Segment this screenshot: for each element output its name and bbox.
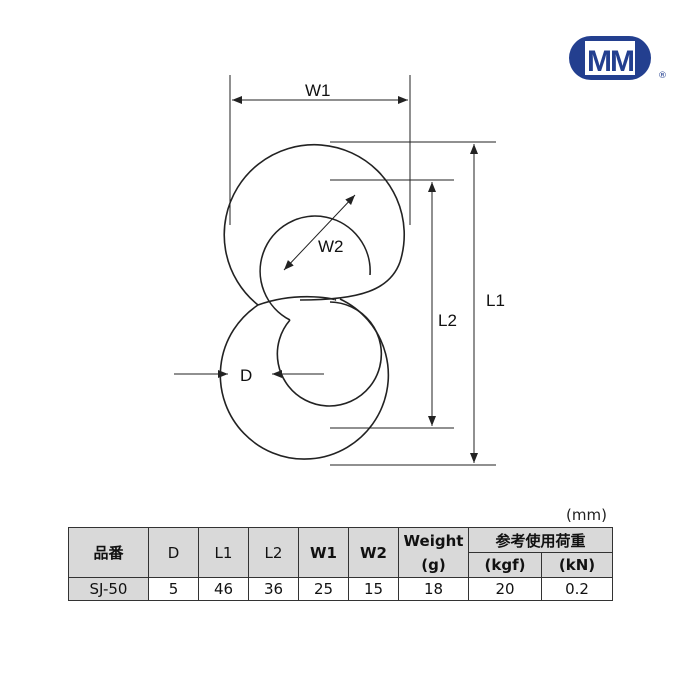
mm-logo: MM ®	[569, 36, 667, 81]
cell-kn: 0.2	[541, 577, 613, 601]
table-row: SJ-50 5 46 36 25 15 18 20 0.2	[68, 577, 613, 601]
w1-label: W1	[305, 81, 331, 100]
header-part-no: 品番	[68, 527, 149, 578]
cell-part-no: SJ-50	[68, 577, 149, 601]
header-w2: W2	[348, 527, 399, 578]
cell-w1: 25	[298, 577, 349, 601]
s-hook-outline	[219, 143, 405, 460]
header-weight: Weight (g)	[398, 527, 469, 578]
d-label: D	[240, 366, 252, 385]
cell-l1: 46	[198, 577, 249, 601]
header-d: D	[148, 527, 199, 578]
svg-text:MM: MM	[587, 45, 633, 78]
weight-unit: (g)	[421, 555, 446, 574]
cell-d: 5	[148, 577, 199, 601]
svg-text:®: ®	[658, 71, 667, 81]
cell-l2: 36	[248, 577, 299, 601]
dimension-lines	[174, 75, 496, 466]
weight-label: Weight	[403, 531, 464, 550]
l2-label: L2	[438, 311, 457, 330]
header-load: 参考使用荷重	[468, 527, 613, 553]
cell-w2: 15	[348, 577, 399, 601]
header-l1: L1	[198, 527, 249, 578]
unit-label: (mm)	[566, 506, 607, 524]
cell-weight: 18	[398, 577, 469, 601]
spec-table: 品番 D L1 L2 W1 W2 Weight(g) 参考使用荷重 (kgf) …	[68, 527, 613, 601]
header-kn: (kN)	[541, 552, 613, 578]
header-kgf: (kgf)	[468, 552, 542, 578]
l1-label: L1	[486, 291, 505, 310]
cell-kgf: 20	[468, 577, 542, 601]
header-l2: L2	[248, 527, 299, 578]
header-w1: W1	[298, 527, 349, 578]
w2-label: W2	[318, 237, 344, 256]
